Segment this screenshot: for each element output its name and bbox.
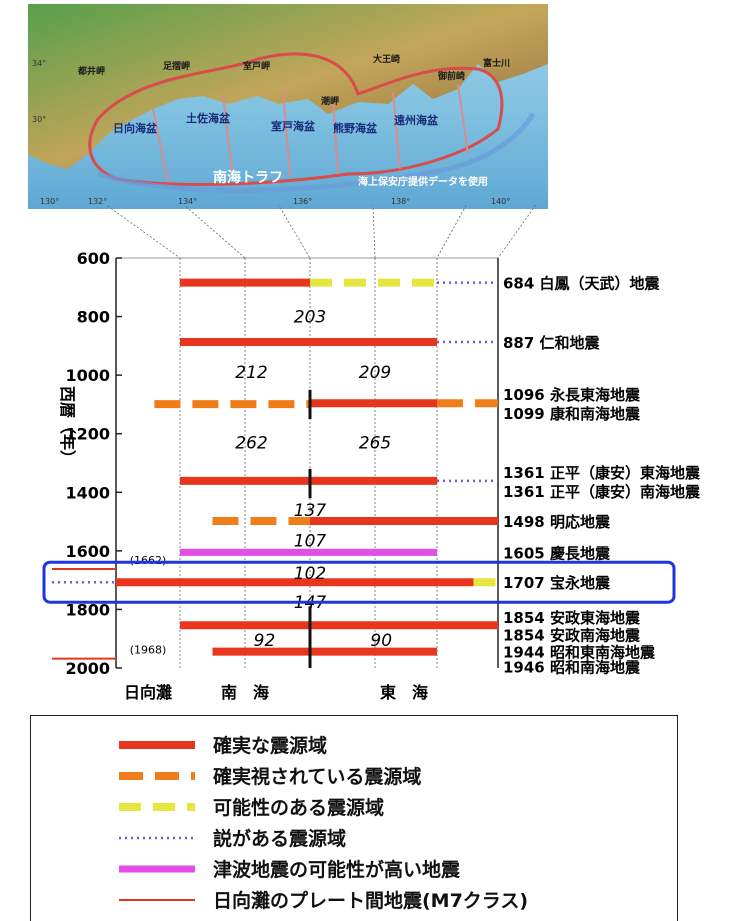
legend-label-dotted: 説がある震源域 [213, 828, 347, 850]
map-label-nankai-trough: 南海トラフ [213, 169, 283, 186]
legend-label-magenta: 津波地震の可能性が高い地震 [213, 859, 461, 881]
map-connector-1 [183, 205, 246, 259]
map-lon-134: 134° [178, 197, 197, 206]
interval-label-7: 102 [294, 564, 326, 584]
thin-label-1968: (1968) [130, 644, 167, 657]
legend-swatch-magenta [119, 865, 195, 873]
interval-label-3: 262 [235, 434, 267, 454]
event-label-2: 1096 永長東海地震 [503, 386, 641, 404]
event-label-11: 1944 昭和東南海地震 [503, 644, 656, 662]
event-label-10: 1854 安政南海地震 [503, 626, 641, 644]
legend-swatch-solid [119, 741, 195, 749]
interval-label-4: 265 [359, 434, 391, 454]
legend-swatch-dotted [119, 836, 195, 840]
map-lon-138: 138° [391, 197, 410, 206]
region-label-nankai: 南 海 [221, 683, 269, 702]
highlight-box-1707 [42, 560, 676, 604]
interval-label-6: 107 [294, 532, 327, 552]
map-label-shiono: 潮岬 [321, 95, 339, 107]
map-label-daiou: 大王崎 [373, 53, 400, 65]
map-lon-140: 140° [491, 197, 510, 206]
earthquake-timeline-chart: 西暦（年） 600 800 1000 1200 1400 1600 1800 2000 (16… [42, 205, 701, 702]
map-connector-2 [278, 205, 311, 259]
map-connector-4 [436, 205, 467, 259]
thin-label-1662: (1662) [130, 554, 167, 567]
y-tick-label-1200: 1200 [65, 425, 110, 444]
legend-item-magenta: 津波地震の可能性が高い地震 [117, 855, 637, 883]
event-label-0: 684 白鳳（天武）地震 [503, 275, 661, 293]
y-axis-title: 西暦（年） [58, 386, 77, 466]
map-label-hyuganada: 日向海盆 [113, 121, 158, 135]
interval-label-10: 90 [370, 631, 392, 651]
map-label-muroto-basin: 室戸海盆 [271, 119, 316, 133]
interval-label-9: 92 [254, 631, 276, 651]
y-tick-label-1000: 1000 [65, 366, 110, 385]
land-mass [28, 4, 548, 169]
legend-item-solid: 確実な震源域 [117, 731, 637, 759]
nankai-trough-line [97, 112, 536, 193]
legend-swatch-yellow [119, 803, 195, 811]
interval-label-5: 137 [294, 501, 327, 521]
y-tick-label-1600: 1600 [65, 542, 110, 561]
event-label-12: 1946 昭和南海地震 [503, 659, 641, 677]
map-label-enshu: 遠州海盆 [394, 113, 439, 127]
map-lon-136: 136° [293, 197, 312, 206]
map-lat-34: 34° [32, 59, 46, 68]
map-label-ashizuri: 足摺岬 [163, 60, 190, 72]
legend: 確実な震源域確実視されている震源域可能性のある震源域説がある震源域津波地震の可能… [30, 715, 678, 921]
map-lat-30: 30° [32, 115, 46, 124]
event-label-4: 1361 正平（康安）東海地震 [503, 464, 701, 482]
interval-label-0: 203 [294, 308, 326, 328]
event-label-5: 1361 正平（康安）南海地震 [503, 483, 701, 501]
map-label-kumano: 熊野海盆 [333, 121, 378, 135]
y-tick-label-2000: 2000 [65, 659, 110, 678]
legend-swatch-thin [119, 899, 195, 901]
map-label-tosa: 土佐海盆 [186, 111, 231, 125]
event-label-6: 1498 明応地震 [503, 513, 611, 531]
y-tick-label-1800: 1800 [65, 600, 110, 619]
interval-label-1: 212 [235, 363, 267, 383]
event-label-1: 887 仁和地震 [503, 334, 601, 352]
event-label-7: 1605 慶長地震 [503, 544, 611, 562]
nankai-trough-map: 日向海盆 土佐海盆 室戸海盆 熊野海盆 遠州海盆 都井岬 足摺岬 室戸岬 潮岬 … [28, 4, 548, 209]
segment-dividers [152, 83, 469, 183]
map-connector-3 [372, 205, 376, 259]
source-region-outline [88, 52, 504, 186]
map-credit: 海上保安庁提供データを使用 [358, 175, 488, 188]
y-tick-label-800: 800 [77, 308, 110, 327]
event-label-8: 1707 宝永地震 [503, 574, 611, 592]
map-label-muroto-cape: 室戸岬 [243, 60, 270, 72]
map-label-fuji: 富士川 [483, 57, 510, 69]
y-tick-label-1400: 1400 [65, 483, 110, 502]
event-label-3: 1099 康和南海地震 [503, 405, 641, 423]
event-label-9: 1854 安政東海地震 [503, 609, 641, 627]
map-connector-5 [497, 205, 537, 259]
legend-label-thin: 日向灘のプレート間地震(M7クラス) [213, 890, 529, 912]
map-label-toi: 都井岬 [77, 65, 105, 77]
legend-item-orange: 確実視されている震源域 [117, 762, 637, 790]
region-label-hyuganada: 日向灘 [124, 683, 172, 702]
legend-item-dotted: 説がある震源域 [117, 824, 637, 852]
region-label-tokai: 東 海 [380, 683, 428, 702]
legend-label-yellow: 可能性のある震源域 [213, 797, 385, 819]
interval-label-2: 209 [359, 363, 391, 383]
y-axis-label: 西暦（年） [58, 386, 77, 466]
map-label-omaezaki: 御前崎 [437, 70, 465, 82]
legend-item-yellow: 可能性のある震源域 [117, 793, 637, 821]
legend-label-orange: 確実視されている震源域 [213, 766, 422, 788]
map-lon-130: 130° [40, 197, 59, 206]
map-lon-132: 132° [88, 197, 107, 206]
legend-label-solid: 確実な震源域 [213, 735, 328, 757]
legend-swatch-orange [119, 772, 195, 780]
y-tick-label-600: 600 [77, 249, 110, 268]
map-connector-0 [105, 205, 181, 259]
legend-item-thin: 日向灘のプレート間地震(M7クラス) [117, 886, 637, 914]
